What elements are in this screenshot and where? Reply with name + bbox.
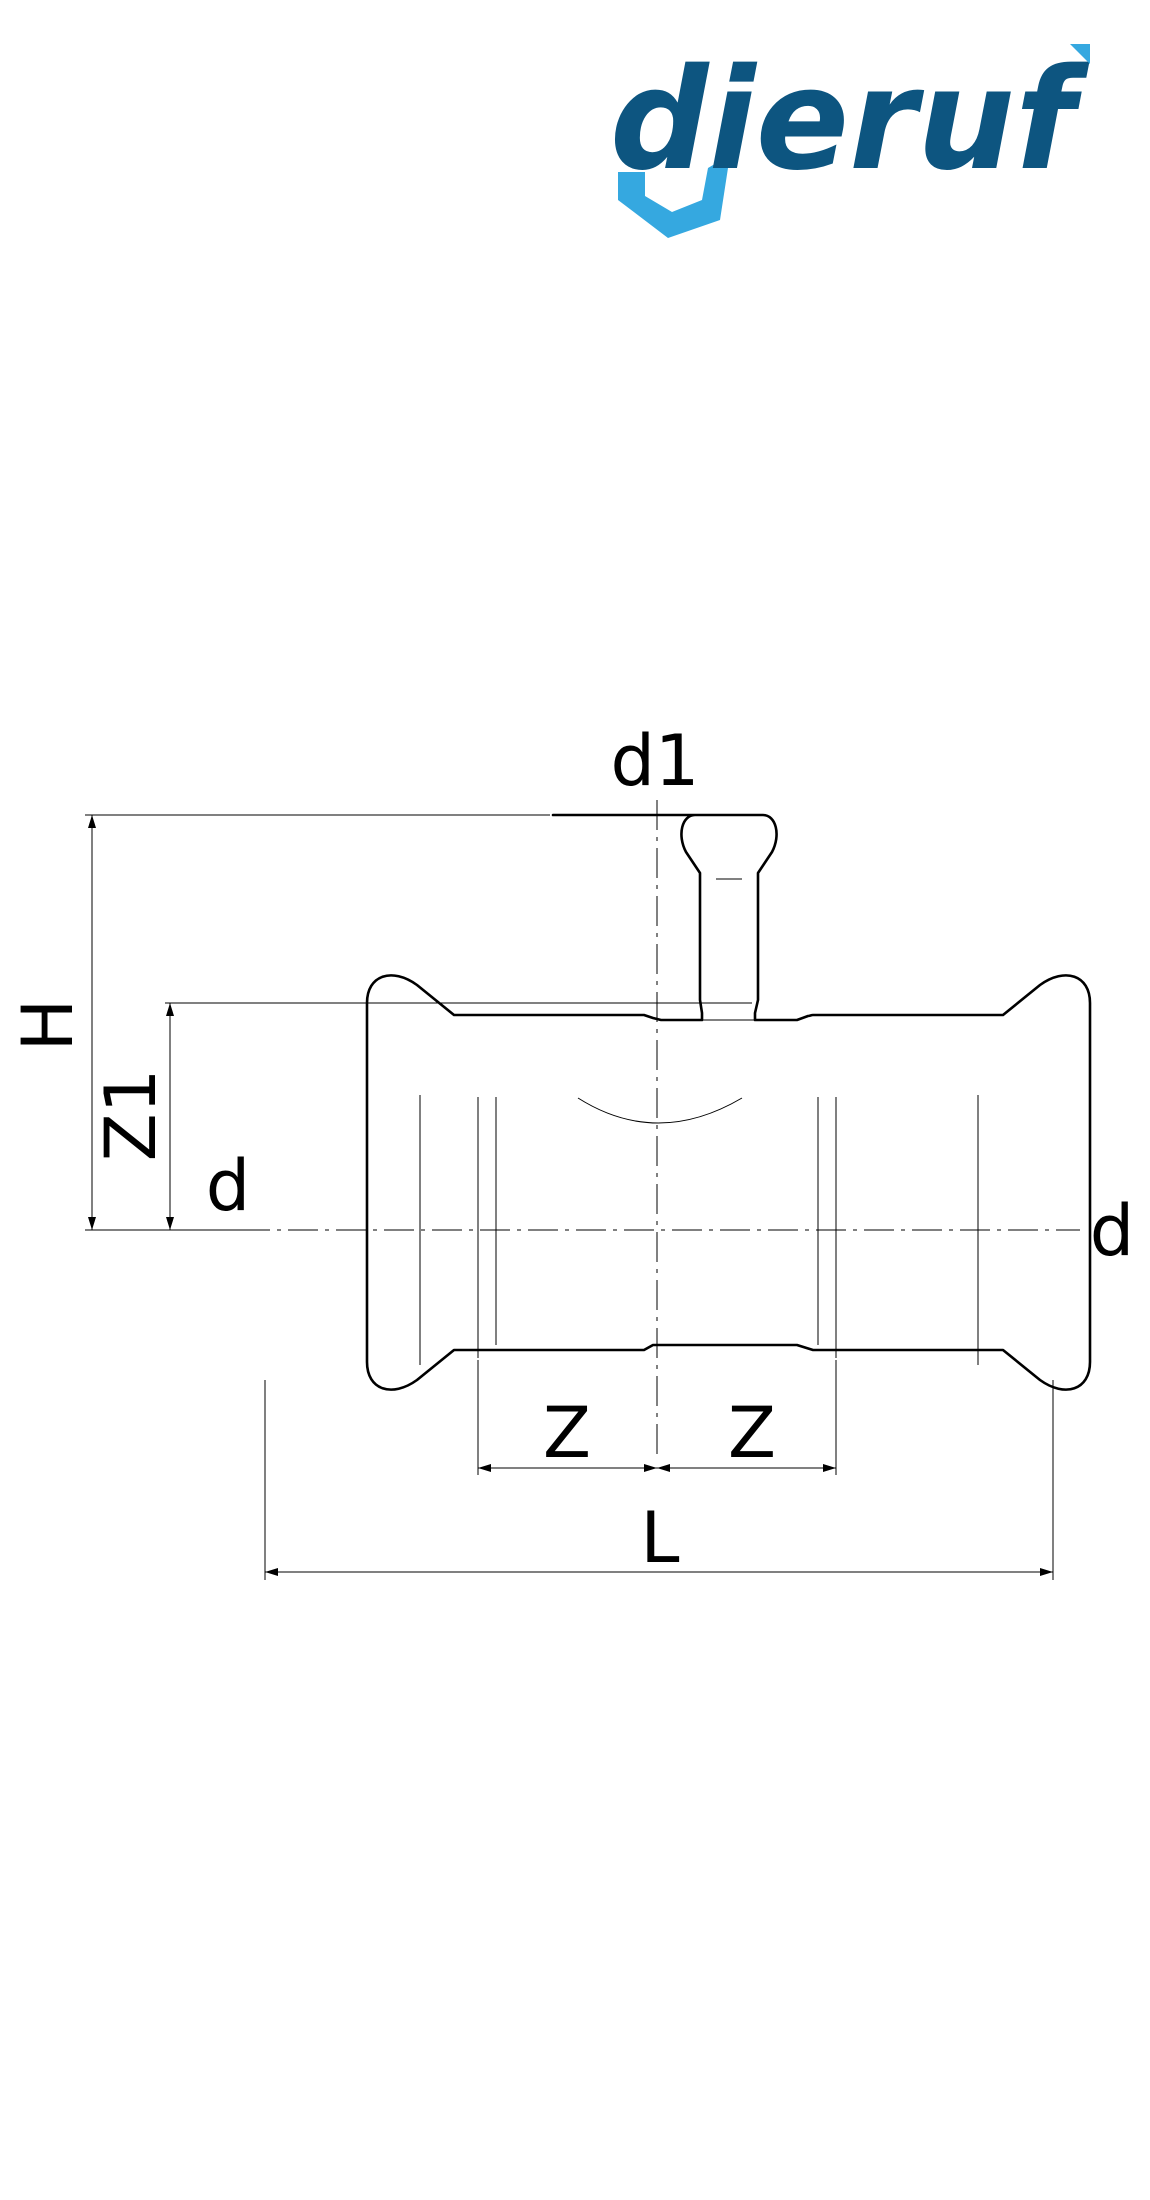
branch-junction-arc [577,1097,743,1124]
z-arrow-left-start [478,1464,491,1472]
fitting-contour [365,813,1092,1391]
logo-wordmark: dieruf [610,39,1090,202]
label-d1: d1 [611,720,700,802]
z1-arrow-bottom [166,1217,174,1230]
z1-arrow-top [166,1003,174,1016]
z-arrow-right-start [657,1464,670,1472]
l-arrow-left [265,1568,278,1576]
label-h: H [7,999,89,1052]
label-d-right: d [1090,1190,1134,1272]
logo-corner-accent [1070,44,1090,64]
label-d-left: d [206,1145,250,1227]
logo-shield-mark [618,155,730,238]
l-arrow-right [1040,1568,1053,1576]
h-arrow-top [88,815,96,828]
label-z-right: Z [728,1392,776,1474]
h-arrow-bottom [88,1217,96,1230]
z-arrow-left-end [644,1464,657,1472]
z-arrow-right-end [823,1464,836,1472]
label-z1: Z1 [90,1069,172,1162]
label-z-left: Z [543,1392,591,1474]
brand-logo: dieruf [610,39,1090,238]
label-l: L [641,1497,680,1579]
